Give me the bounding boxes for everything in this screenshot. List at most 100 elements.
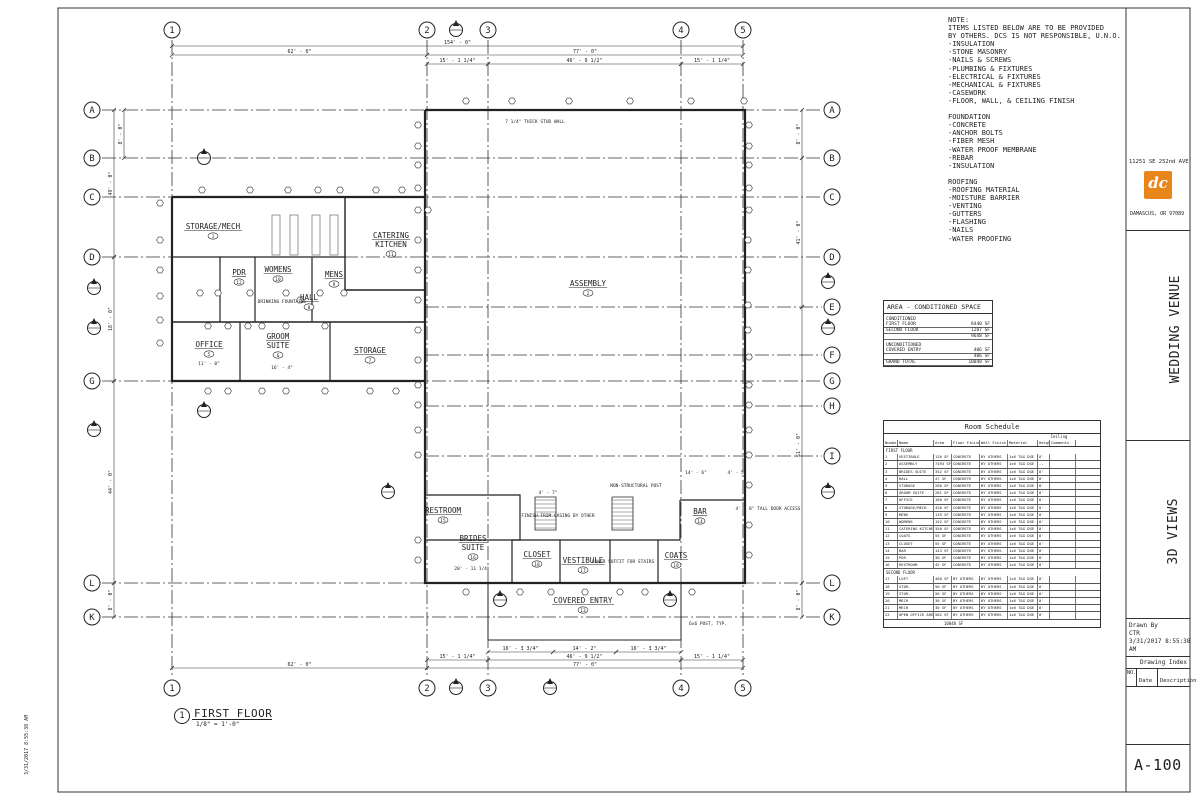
dim-top-overall-tick-1 [740,43,746,49]
post-tag-63 [282,322,290,330]
dim-top-east-tick-1 [740,52,746,58]
schedule-cell: -- [1038,461,1050,468]
post-tag-76 [336,186,344,194]
post-tag-64 [321,322,329,330]
room-name-pdr: PDR [232,268,246,277]
schedule-cell: CONCRETE [952,519,980,526]
schedule-cell: Floor Finish [953,440,980,447]
dim-top-c-tick-1 [740,61,746,67]
schedule-cell [1050,555,1076,562]
schedule-cell: BY OTHERS [980,483,1008,490]
schedule-cell: STORAGE [898,483,934,490]
room-name2-catering: KITCHEN [375,240,407,249]
schedule-cell: BY OTHERS [980,497,1008,504]
grid-bubble-col-5-top [734,21,752,39]
dim-bot-f-tick-1 [678,649,684,655]
post-tag-39 [462,588,470,596]
schedule-cell: 8' [1038,483,1050,490]
room-number-catering: 11 [388,252,394,258]
grid-label-col-1: 1 [169,684,174,694]
annotation-7: 14' - 6" [685,470,707,476]
schedule-cell: 1x6 T&G DGE [1008,598,1038,605]
schedule-cell: COATS [898,533,934,540]
post-tag-55 [282,387,290,395]
drawn-by: CTR [1129,630,1140,637]
tb-divider-7 [1126,744,1190,745]
schedule-cell [1050,583,1076,590]
post-tag-41 [547,588,555,596]
post-tag-3 [687,97,695,105]
schedule-cell: STORAGE/MECH [898,504,934,511]
schedule-cell: 1x6 T&G DGE [1008,475,1038,483]
post-tag-29 [414,266,422,274]
schedule-cell: ASSEMBLY [898,461,934,468]
schedule-group-header: Ceiling [1050,434,1068,439]
post-tag-65 [196,289,204,297]
room-number-assembly: 2 [587,291,590,297]
schedule-cell [1050,511,1076,519]
schedule-cell: 280 SF [934,483,952,490]
dim-left-5-text: 8' - 0" [118,123,124,144]
post-tag-79 [372,186,380,194]
room-name-office: OFFICE [195,340,223,349]
schedule-cell: 17 [884,576,898,583]
schedule-cell: CATERING KITCHEN [899,526,934,533]
room-number-storage: 7 [369,358,372,364]
room-name-hall: HALL [300,293,319,302]
schedule-cell: 1x6 T&G DGE [1008,562,1038,569]
schedule-cell [1050,612,1076,619]
grid-label-col-4: 4 [678,26,683,36]
schedule-cell: 3 [884,468,898,475]
grid-bubble-row-F-right [823,346,841,364]
post-tag-0 [508,97,516,105]
grid-bubble-col-4-top [672,21,690,39]
room-name-covered-entry: COVERED ENTRY [554,596,613,605]
schedule-cell: 7 [884,497,898,504]
spacer [1074,434,1100,440]
toilet-stall-2 [311,214,321,256]
schedule-cell: 281 SF [934,490,952,497]
post-tag-70 [316,289,324,297]
schedule-cell: 460 SF [934,576,952,583]
grid-bubble-col-4-bottom [672,679,690,697]
schedule-cell: 8' [1038,576,1050,583]
dim-top-a-text: 15' - 1 1/4" [439,58,475,64]
room-name-groom: GROOM [267,332,290,341]
post-tag-48 [156,266,164,274]
post-tag-14 [745,206,753,214]
drawing-scale: 1/8" = 1'-0" [196,721,240,728]
note-line: ITEMS LISTED BELOW ARE TO BE PROVIDED [948,24,1104,33]
note-line: -ELECTRICAL & FIXTURES [948,72,1041,81]
dim-bot-e-tick-0 [550,649,556,655]
drawing-date: 3/31/2017 8:55:38 [1129,638,1191,645]
annotation-10: 11' - 0" [198,361,220,367]
schedule-cell: 19 [884,590,898,598]
grid-bubble-col-5-bottom [734,679,752,697]
annotation-5: LOWER SOFFIT FOR STAIRS [592,559,655,565]
note-line: -MOISTURE BARRIER [948,194,1020,203]
schedule-cell: 50 SF [934,590,952,598]
schedule-cell: 4 [884,475,898,483]
schedule-cell: BY OTHERS [952,583,980,590]
dim-top-west-text: 62' - 0" [287,49,311,55]
schedule-cell: BY OTHERS [980,461,1008,468]
schedule-cell [1050,461,1076,468]
post-tag-53 [224,387,232,395]
schedule-cell: 8' [1038,490,1050,497]
note-line: -ANCHOR BOLTS [948,129,1003,138]
note-line: -NAILS & SCREWS [948,56,1012,65]
room-tag-closet [531,560,543,568]
dim-left-3-tick-0 [111,378,117,384]
room-name-closet: CLOSET [523,550,551,559]
schedule-cell: 2 [884,461,898,468]
schedule-cell: 8 [884,504,898,511]
schedule-cell: 16 [884,562,898,569]
schedule-cell: 21 [884,605,898,612]
post-tag-43 [616,588,624,596]
post-tag-30 [414,296,422,304]
schedule-cell: MENS [898,511,934,519]
room-number-office: 5 [208,352,211,358]
schedule-cell: CONCRETE [952,533,980,540]
